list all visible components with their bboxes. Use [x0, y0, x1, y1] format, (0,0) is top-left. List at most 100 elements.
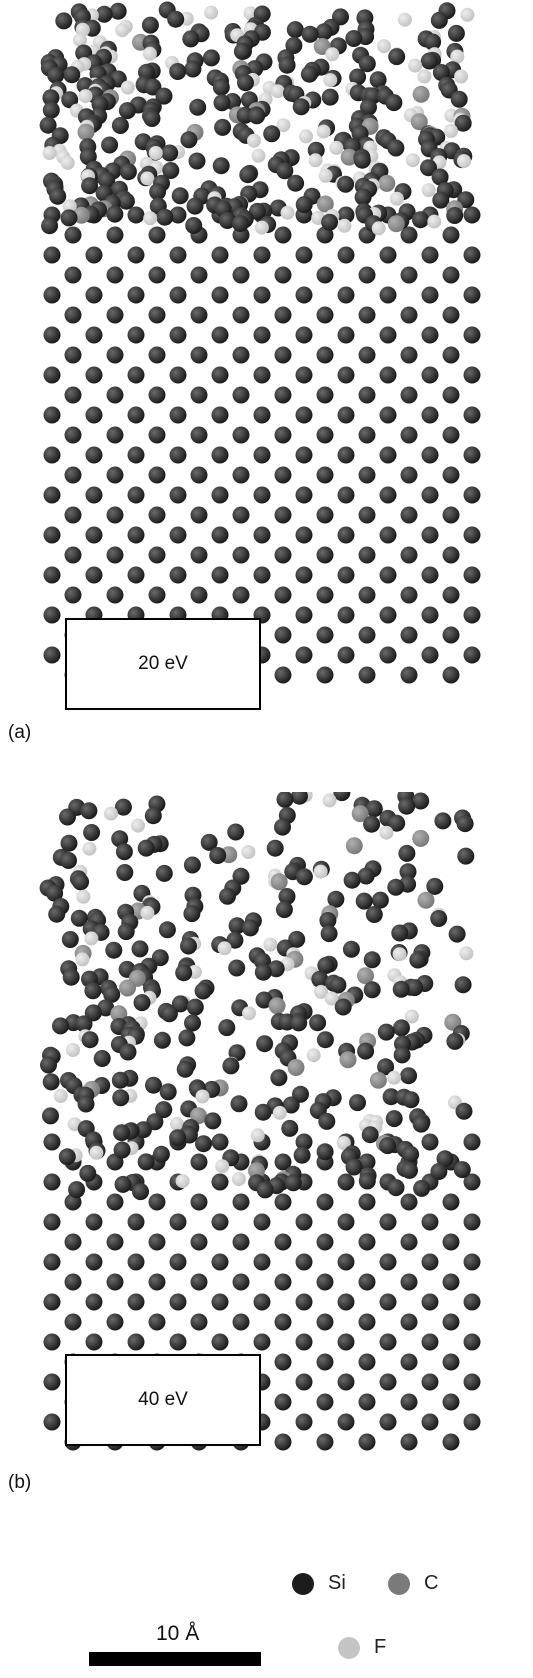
si-atom [295, 566, 313, 584]
si-atom [455, 1102, 473, 1120]
si-atom [47, 66, 65, 84]
f-atom [140, 171, 155, 186]
si-atom [116, 864, 134, 881]
si-atom [190, 266, 208, 284]
si-atom [463, 246, 481, 264]
si-atom [178, 1029, 196, 1047]
si-atom [190, 506, 208, 524]
si-atom [43, 1213, 61, 1231]
si-atom [43, 406, 61, 424]
si-atom [421, 606, 439, 624]
si-atom [463, 486, 481, 504]
si-atom [442, 586, 460, 604]
si-atom [233, 43, 251, 60]
si-atom [295, 286, 313, 304]
si-atom [463, 566, 481, 584]
f-atom [241, 845, 256, 859]
si-atom [111, 830, 129, 848]
si-atom [253, 366, 271, 384]
f-atom [379, 825, 394, 840]
si-atom [421, 366, 439, 384]
c-atom [119, 979, 136, 997]
si-atom [117, 923, 135, 941]
si-atom [463, 286, 481, 304]
si-atom [293, 1146, 311, 1164]
c-atom [268, 997, 286, 1015]
si-atom [143, 110, 161, 127]
si-atom [148, 1233, 166, 1251]
si-atom [42, 1107, 59, 1125]
si-atom [43, 1293, 61, 1311]
f-atom [175, 1174, 190, 1189]
si-atom [318, 1112, 336, 1130]
si-atom [426, 877, 444, 895]
si-atom [64, 386, 82, 404]
si-atom [379, 246, 397, 264]
si-atom [153, 1031, 171, 1049]
si-atom [442, 666, 460, 684]
si-atom [316, 466, 334, 484]
f-atom [313, 864, 328, 879]
si-atom [447, 24, 465, 42]
si-atom [169, 526, 187, 544]
si-atom [281, 1119, 299, 1137]
si-atom [169, 1333, 187, 1351]
si-atom [295, 1253, 313, 1271]
si-atom [43, 1413, 61, 1431]
si-atom [106, 586, 124, 604]
si-atom [442, 266, 460, 284]
si-atom [295, 1293, 313, 1311]
si-atom [93, 1050, 111, 1067]
si-atom [62, 968, 80, 986]
si-atom [398, 797, 416, 815]
si-atom [79, 1164, 97, 1182]
si-atom [145, 1076, 162, 1094]
panel-letter-b: (b) [8, 1472, 32, 1493]
energy-label-a: 20 eV [138, 653, 188, 674]
si-atom [156, 208, 174, 226]
si-atom [274, 1433, 292, 1451]
si-atom [49, 187, 67, 205]
si-atom [337, 326, 355, 344]
si-atom [183, 905, 201, 923]
si-atom [400, 626, 418, 644]
si-atom [316, 346, 334, 364]
si-atom [421, 1373, 439, 1391]
si-atom [232, 215, 249, 232]
si-atom [360, 98, 377, 116]
si-atom [358, 586, 376, 604]
si-atom [316, 266, 334, 284]
f-atom [308, 153, 323, 168]
f-atom [42, 146, 57, 160]
si-atom [209, 847, 227, 864]
si-atom [85, 1253, 103, 1271]
si-atom [463, 1253, 481, 1271]
si-atom [253, 1293, 271, 1311]
f-atom [336, 1136, 351, 1150]
si-atom [149, 183, 167, 201]
si-atom [119, 163, 137, 181]
si-atom [398, 844, 416, 862]
si-atom [218, 212, 236, 229]
si-atom [421, 566, 439, 584]
si-atom [148, 506, 166, 524]
si-atom [43, 566, 61, 584]
si-atom [186, 998, 204, 1016]
si-atom [211, 566, 229, 584]
f-atom [337, 218, 352, 233]
si-atom [295, 1413, 313, 1431]
si-atom [84, 982, 102, 1000]
f-atom [457, 154, 471, 169]
si-atom [454, 114, 472, 132]
si-atom [442, 1433, 460, 1451]
f-atom [459, 946, 474, 961]
si-atom [43, 366, 61, 384]
si-atom [358, 426, 376, 444]
atom-structure-b [39, 792, 481, 1451]
f-atom [254, 220, 269, 235]
si-atom [400, 426, 418, 444]
si-atom [127, 286, 145, 304]
si-atom [430, 1163, 448, 1180]
si-atom [127, 1253, 145, 1271]
si-atom [377, 1023, 395, 1041]
